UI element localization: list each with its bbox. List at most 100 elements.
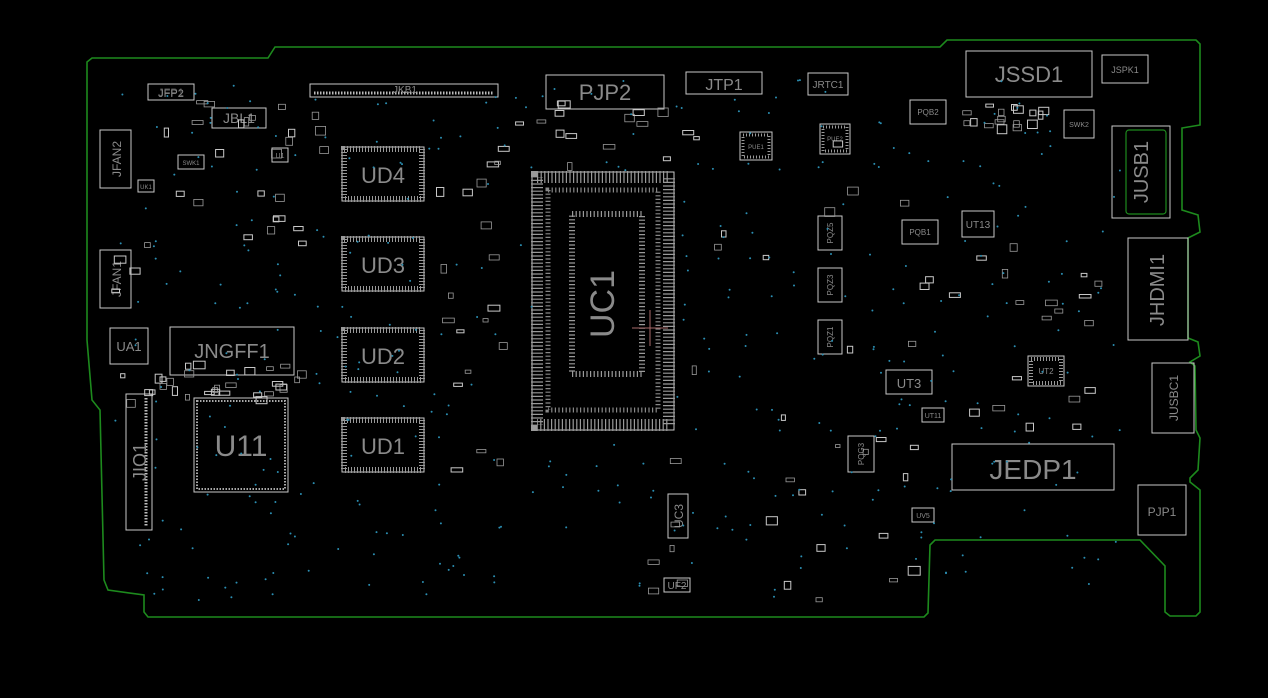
- jrtc1-label: JRTC1: [813, 80, 844, 91]
- jhdmi1-connector[interactable]: JHDMI1: [1127, 237, 1189, 341]
- smd-component: [1012, 124, 1022, 132]
- u11-chip[interactable]: U11: [193, 397, 289, 493]
- jrtc1-connector[interactable]: JRTC1: [807, 72, 849, 96]
- jngff1-connector[interactable]: JNGFF1: [169, 326, 295, 376]
- via: [737, 110, 740, 113]
- jspk1-connector[interactable]: JSPK1: [1101, 54, 1149, 84]
- swk1-switch[interactable]: SWK1: [177, 154, 205, 170]
- via: [751, 231, 754, 234]
- smd-component: [862, 448, 869, 455]
- via: [179, 270, 182, 273]
- pue2-label: PUE2: [827, 137, 843, 143]
- ut11-chip[interactable]: UT11: [921, 407, 945, 423]
- uk1-chip[interactable]: UK1: [137, 179, 155, 193]
- pjp1-connector[interactable]: PJP1: [1137, 484, 1187, 536]
- via: [773, 588, 776, 591]
- uv5-chip[interactable]: UV5: [911, 507, 935, 523]
- smd-component: [919, 282, 930, 291]
- smd-component: [878, 532, 889, 539]
- smd-component: [129, 267, 141, 275]
- via: [844, 295, 847, 298]
- pqz3-mosfet[interactable]: PQZ3: [817, 267, 843, 303]
- smd-component: [682, 130, 695, 136]
- ud2-chip[interactable]: UD2: [341, 327, 425, 383]
- ud1-chip[interactable]: UD1: [341, 417, 425, 473]
- via: [249, 100, 252, 103]
- ud3-chip[interactable]: UD3: [341, 236, 425, 292]
- via: [605, 161, 608, 164]
- pqz1-mosfet[interactable]: PQZ1: [817, 319, 843, 355]
- jfp-connector[interactable]: JFP2 JFP1: [147, 83, 195, 101]
- via: [503, 144, 506, 147]
- via: [197, 156, 200, 159]
- pue2-chip[interactable]: PUE2: [819, 123, 851, 155]
- uc3-chip[interactable]: UC3: [667, 493, 689, 539]
- jedp1-connector[interactable]: JEDP1: [951, 443, 1115, 491]
- pue1-chip[interactable]: PUE1: [739, 131, 773, 161]
- smd-component: [275, 383, 288, 391]
- ut13-chip[interactable]: UT13: [961, 210, 995, 238]
- pqg3-mosfet[interactable]: PQG3: [847, 435, 875, 473]
- via: [235, 581, 238, 584]
- via: [708, 347, 711, 350]
- via: [800, 555, 803, 558]
- smd-component: [488, 254, 500, 261]
- jkb1-connector[interactable]: JKB1: [309, 83, 499, 98]
- smd-component: [602, 144, 616, 150]
- jbl1-connector[interactable]: JBL1: [211, 107, 267, 129]
- jfan2-connector[interactable]: JFAN2: [99, 129, 132, 189]
- u1-chip[interactable]: U1: [271, 147, 289, 163]
- uc1-cpu[interactable]: UC1: [531, 171, 675, 431]
- smd-component: [721, 230, 727, 238]
- via: [949, 490, 952, 493]
- via: [733, 98, 736, 101]
- via: [993, 460, 996, 463]
- via: [595, 465, 598, 468]
- via: [747, 162, 750, 165]
- jfan1-connector[interactable]: JFAN1: [99, 249, 132, 309]
- via: [979, 536, 982, 539]
- via: [322, 235, 325, 238]
- jssd1-connector[interactable]: JSSD1: [965, 50, 1093, 98]
- via: [276, 328, 279, 331]
- via: [723, 462, 726, 465]
- smd-component: [257, 190, 265, 197]
- pjp2-connector[interactable]: PJP2: [545, 74, 665, 110]
- via: [232, 84, 235, 87]
- pqb2-mosfet[interactable]: PQB2: [909, 99, 947, 125]
- via: [1016, 106, 1019, 109]
- via: [1005, 460, 1008, 463]
- via: [480, 267, 483, 269]
- ut3-chip[interactable]: UT3: [885, 369, 933, 395]
- via: [749, 524, 752, 526]
- via: [869, 253, 871, 256]
- via: [986, 315, 989, 318]
- via: [406, 197, 409, 200]
- jtp1-connector[interactable]: JTP1: [685, 71, 763, 95]
- via: [842, 203, 845, 206]
- jusb1-connector[interactable]: JUSB1: [1111, 125, 1171, 219]
- ua1-chip[interactable]: UA1: [109, 327, 149, 365]
- pqz5-mosfet[interactable]: PQZ5: [817, 215, 843, 251]
- via: [692, 511, 694, 514]
- via: [618, 501, 621, 504]
- via: [269, 512, 272, 515]
- swk2-switch[interactable]: SWK2: [1063, 109, 1095, 139]
- via: [439, 562, 441, 565]
- jusbc1-connector[interactable]: JUSBC1: [1151, 362, 1195, 434]
- ut2-chip[interactable]: UT2: [1027, 355, 1065, 387]
- ud4-chip[interactable]: UD4: [341, 146, 425, 202]
- pqb1-mosfet[interactable]: PQB1: [901, 219, 939, 245]
- via: [215, 454, 218, 457]
- jio1-connector[interactable]: JIO1: [125, 393, 153, 531]
- via: [208, 415, 211, 418]
- via: [114, 419, 117, 422]
- via: [777, 418, 780, 421]
- via: [349, 251, 352, 254]
- via: [240, 452, 243, 455]
- smd-component: [798, 489, 807, 496]
- via: [770, 295, 773, 298]
- smd-component: [271, 148, 282, 159]
- smd-component: [266, 366, 274, 371]
